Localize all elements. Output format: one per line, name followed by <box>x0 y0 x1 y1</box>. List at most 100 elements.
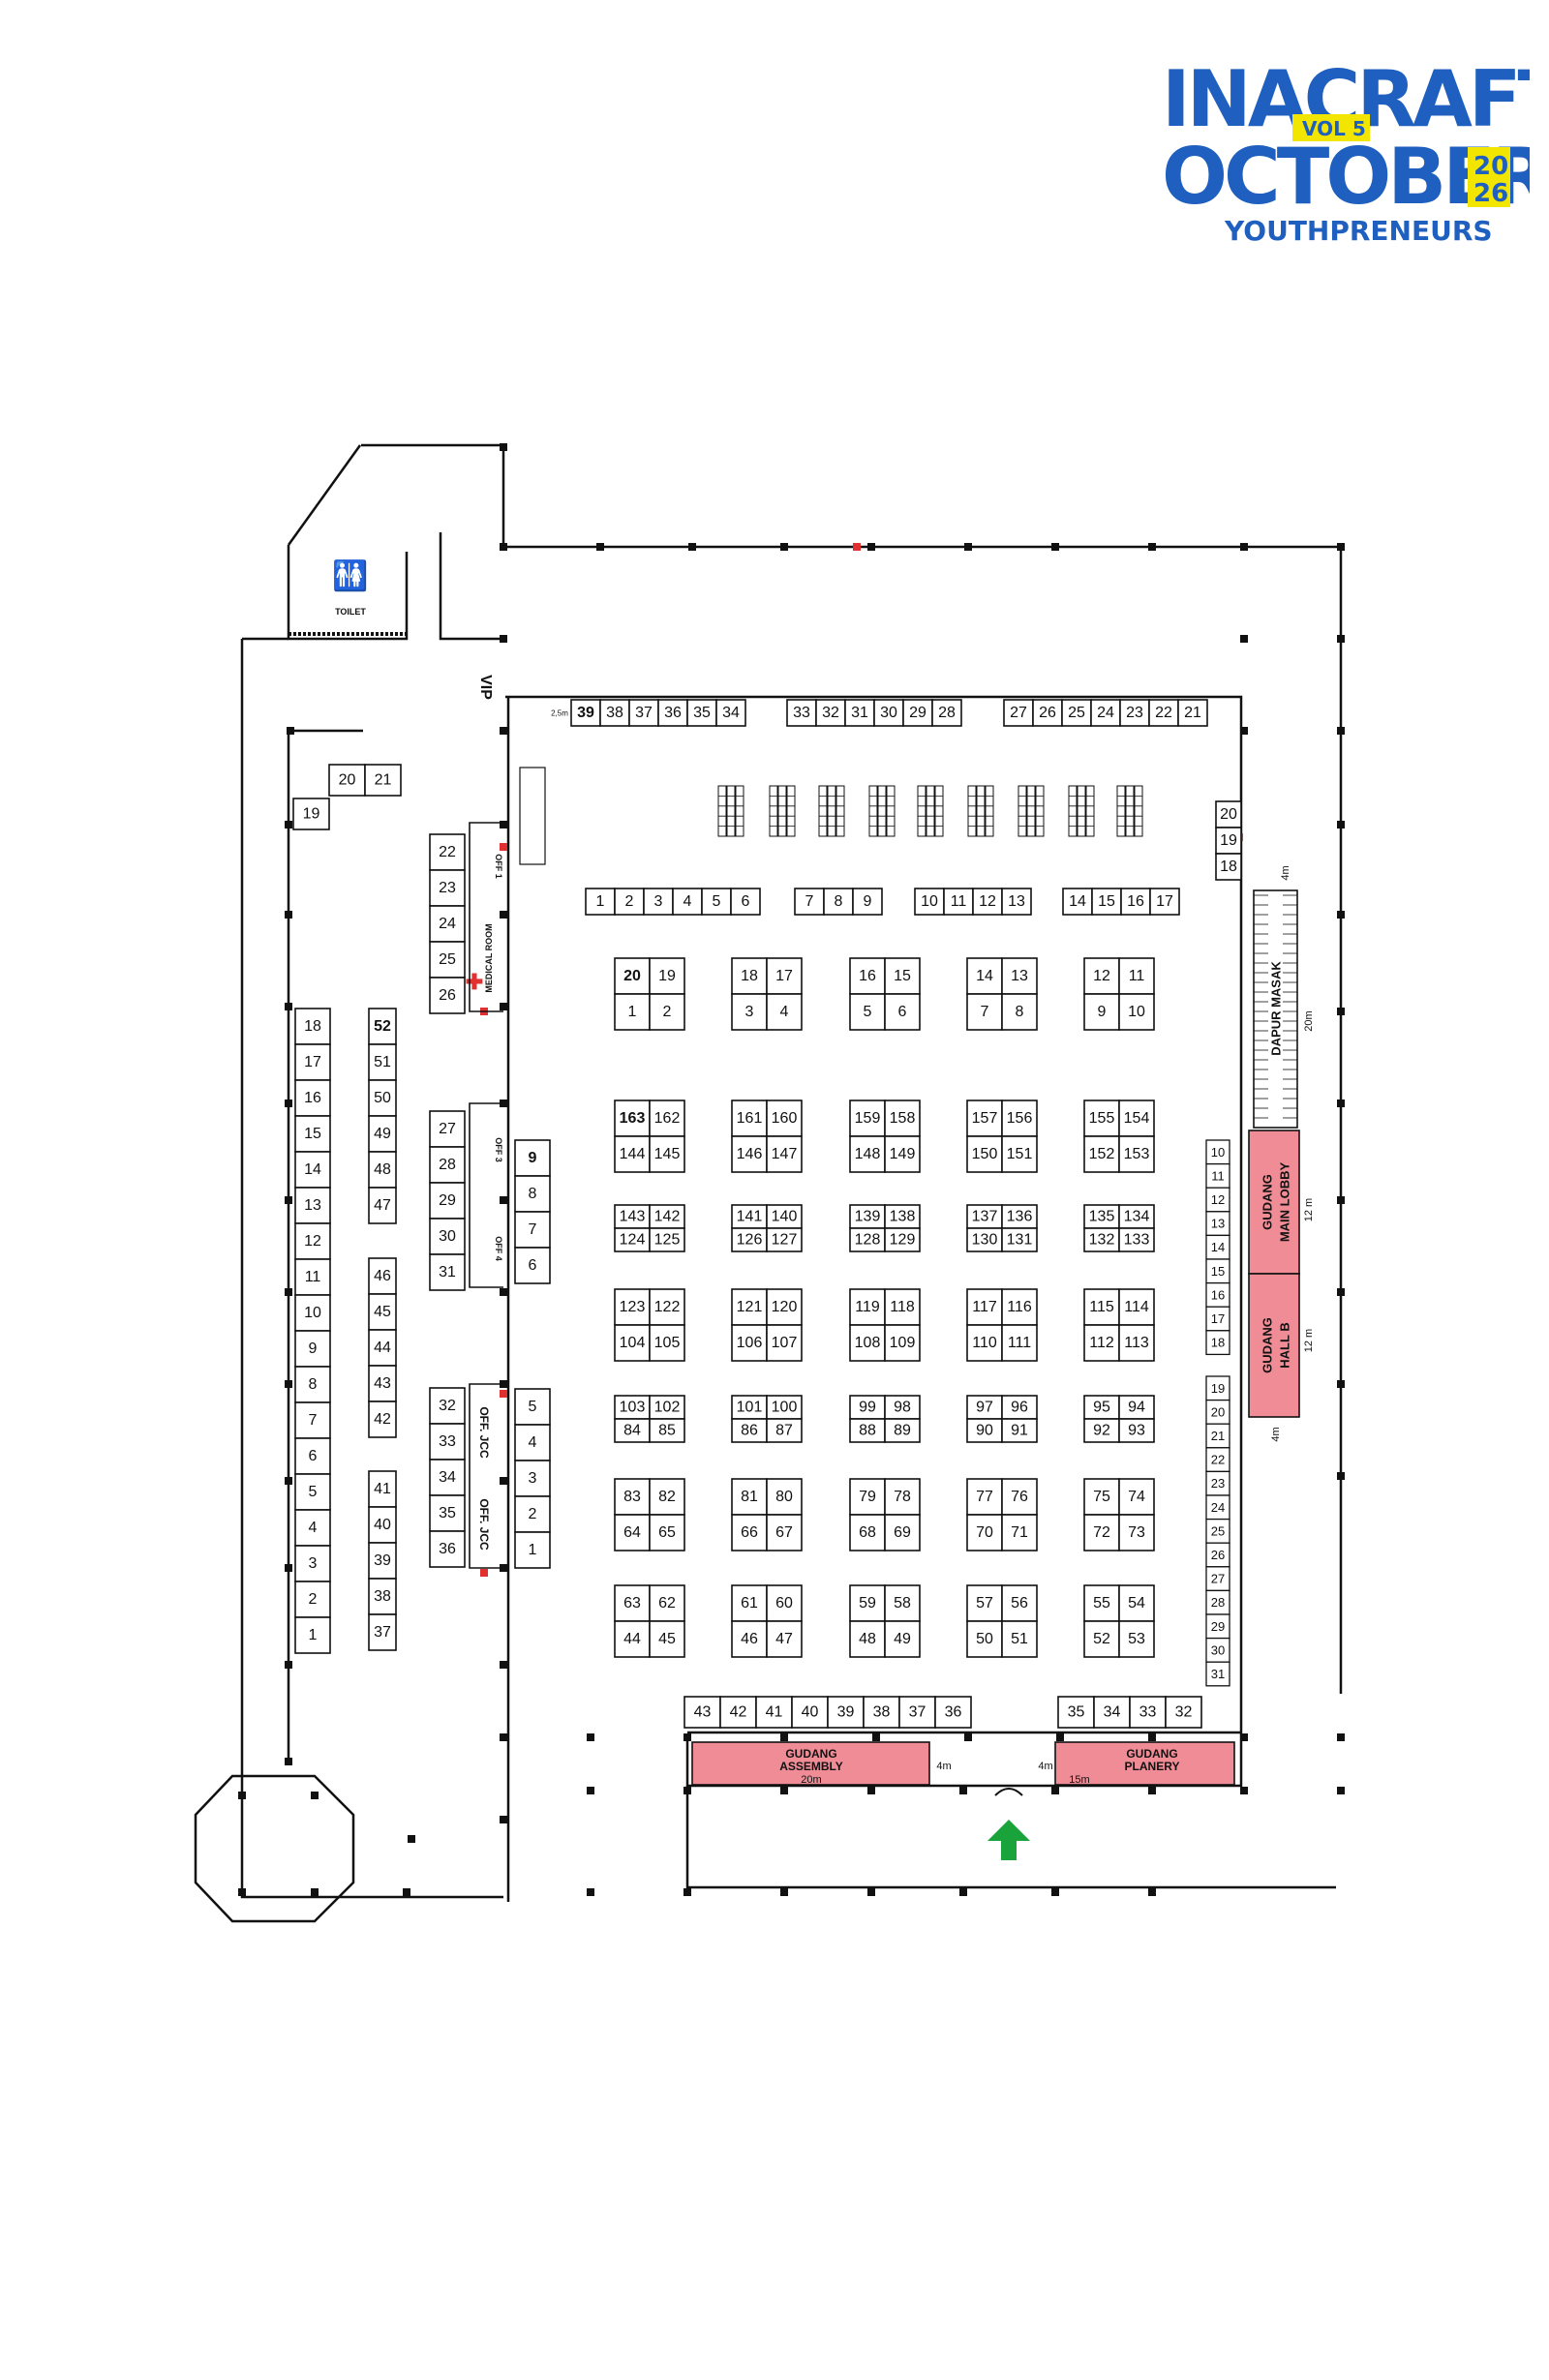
booth: 19 <box>292 798 330 830</box>
svg-text:152: 152 <box>1089 1146 1115 1162</box>
off4-label: OFF 4 <box>494 1236 503 1261</box>
svg-text:148: 148 <box>855 1146 881 1162</box>
dim-4m-b: 4m <box>1270 1427 1282 1441</box>
svg-text:20: 20 <box>339 772 356 789</box>
pillar <box>1337 635 1345 643</box>
vip-label: VIP <box>477 675 494 700</box>
booth: 41 <box>368 1470 397 1508</box>
svg-text:25: 25 <box>1068 705 1085 721</box>
pillar <box>596 543 604 551</box>
booth: 39 <box>570 699 601 727</box>
booth: 15 <box>884 957 921 995</box>
booth: 18 <box>294 1008 331 1045</box>
svg-text:80: 80 <box>775 1489 793 1505</box>
table-blocks <box>519 767 1143 865</box>
booth: 97 <box>966 1395 1003 1420</box>
svg-text:18: 18 <box>741 968 758 984</box>
booth: 12 <box>1205 1187 1230 1213</box>
svg-text:61: 61 <box>741 1595 758 1612</box>
svg-text:30: 30 <box>439 1228 456 1245</box>
svg-text:13: 13 <box>304 1197 321 1214</box>
booth: 115 <box>1083 1288 1120 1326</box>
toilet-people-icon: 🚻 <box>332 558 368 592</box>
svg-text:11: 11 <box>1211 1168 1225 1183</box>
svg-text:67: 67 <box>775 1524 793 1541</box>
pillar <box>780 1787 788 1794</box>
svg-text:19: 19 <box>658 968 676 984</box>
booth: 162 <box>649 1100 685 1137</box>
svg-text:136: 136 <box>1007 1209 1033 1225</box>
svg-text:23: 23 <box>439 880 456 896</box>
svg-text:34: 34 <box>1104 1704 1121 1721</box>
table-block <box>717 785 744 837</box>
booth: 24 <box>1090 699 1121 727</box>
svg-text:22: 22 <box>439 844 456 860</box>
booth: 142 <box>649 1204 685 1229</box>
svg-text:17: 17 <box>1211 1311 1225 1326</box>
svg-text:19: 19 <box>1220 832 1237 849</box>
svg-text:147: 147 <box>772 1146 798 1162</box>
svg-text:57: 57 <box>976 1595 993 1612</box>
booth: 11 <box>1205 1162 1230 1189</box>
booth: 84 <box>614 1418 651 1443</box>
booth: 6 <box>730 888 761 916</box>
svg-text:153: 153 <box>1124 1146 1150 1162</box>
svg-text:144: 144 <box>620 1146 646 1162</box>
booth: 96 <box>1001 1395 1038 1420</box>
svg-text:112: 112 <box>1089 1335 1114 1351</box>
booth: 163 <box>614 1100 651 1137</box>
pillar <box>1148 1733 1156 1741</box>
booth: 8 <box>823 888 854 916</box>
booth: 140 <box>766 1204 803 1229</box>
svg-text:7: 7 <box>529 1221 537 1238</box>
svg-text:36: 36 <box>664 705 682 721</box>
dim-12m-a: 12 m <box>1303 1198 1315 1221</box>
svg-text:9: 9 <box>864 893 872 910</box>
booth: 71 <box>1001 1514 1038 1552</box>
pillar <box>408 1835 415 1843</box>
pillar <box>285 1196 292 1204</box>
booth: 60 <box>766 1584 803 1622</box>
booth: 104 <box>614 1324 651 1362</box>
svg-text:98: 98 <box>894 1400 911 1416</box>
pillar <box>1240 727 1248 735</box>
svg-text:32: 32 <box>439 1398 456 1414</box>
svg-text:17: 17 <box>1156 893 1173 910</box>
booth: 63 <box>614 1584 651 1622</box>
pillar <box>1337 1787 1345 1794</box>
booth: 18 <box>731 957 768 995</box>
svg-text:19: 19 <box>303 806 320 823</box>
pillar <box>500 1477 507 1485</box>
booth: 156 <box>1001 1100 1038 1137</box>
booth: 14 <box>1062 888 1093 916</box>
pillar <box>500 821 507 828</box>
pillar <box>959 1787 967 1794</box>
svg-text:26: 26 <box>439 987 456 1004</box>
svg-text:7: 7 <box>981 1004 989 1020</box>
svg-text:102: 102 <box>654 1400 681 1416</box>
booth: 78 <box>884 1478 921 1516</box>
dim-20m: 20m <box>1303 1010 1315 1031</box>
booth: 57 <box>966 1584 1003 1622</box>
gudang-planery-line1: GUDANG <box>1126 1747 1177 1761</box>
pillar <box>500 543 507 551</box>
table-block <box>1017 785 1045 837</box>
svg-text:78: 78 <box>894 1489 911 1505</box>
booth: 118 <box>884 1288 921 1326</box>
booth: 22 <box>429 833 466 871</box>
booth: 69 <box>884 1514 921 1552</box>
booth: 132 <box>1083 1227 1120 1252</box>
booth: 10 <box>914 888 945 916</box>
svg-text:101: 101 <box>737 1400 763 1416</box>
svg-text:99: 99 <box>859 1400 876 1416</box>
pillar <box>683 1733 691 1741</box>
svg-text:32: 32 <box>822 705 839 721</box>
svg-text:114: 114 <box>1124 1299 1149 1315</box>
pillar <box>587 1787 594 1794</box>
svg-text:31: 31 <box>1211 1667 1225 1681</box>
svg-text:111: 111 <box>1008 1335 1031 1351</box>
booth: 7 <box>514 1211 551 1249</box>
booth: 7 <box>294 1401 331 1439</box>
booth: 2 <box>294 1581 331 1618</box>
svg-text:132: 132 <box>1089 1232 1115 1249</box>
